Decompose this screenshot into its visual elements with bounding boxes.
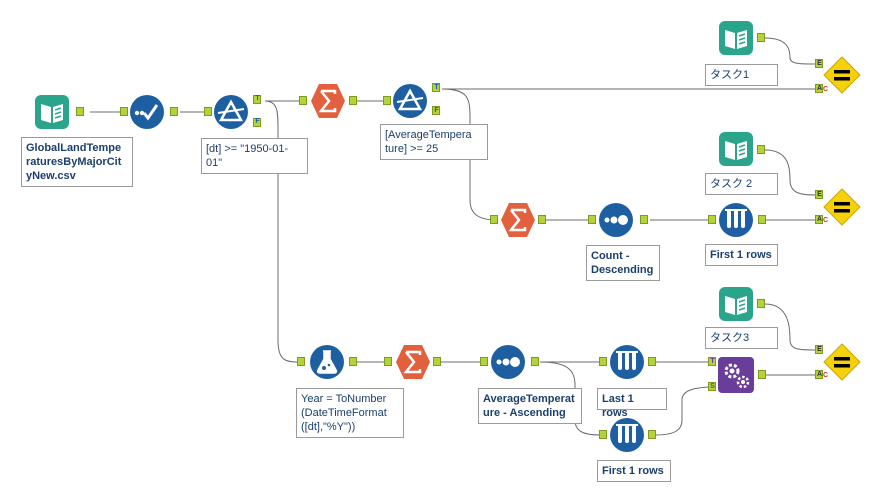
- sample-tool[interactable]: [717, 201, 755, 239]
- expected-anchor[interactable]: [815, 59, 823, 68]
- sort-tool[interactable]: [597, 201, 635, 239]
- sample-annotation: First 1 rows: [597, 460, 671, 482]
- output-anchor[interactable]: [757, 299, 765, 308]
- task-input-tool[interactable]: [717, 285, 755, 323]
- filter-true-anchor[interactable]: [432, 83, 440, 92]
- actual-anchor[interactable]: [815, 215, 823, 224]
- actual-anchor[interactable]: [815, 370, 823, 379]
- input-anchor[interactable]: [204, 107, 212, 116]
- input-anchor[interactable]: [120, 107, 128, 116]
- sample-annotation-text: Last 1 rows: [602, 393, 634, 419]
- filter-true-anchor[interactable]: [253, 95, 261, 104]
- sample-tool[interactable]: [608, 416, 646, 454]
- summarize-tool[interactable]: [309, 82, 347, 120]
- c-anchor-label: C: [823, 372, 829, 379]
- sample-annotation-text: First 1 rows: [710, 249, 772, 261]
- input-annotation: GlobalLandTempe raturesByMajorCit yNew.c…: [21, 137, 133, 187]
- source-anchor[interactable]: [708, 382, 716, 391]
- c-anchor-label: C: [823, 86, 829, 93]
- output-anchor[interactable]: [531, 357, 539, 366]
- filter-annotation-text: [dt] >= "1950-01- 01": [206, 143, 289, 169]
- test-tool[interactable]: [823, 343, 861, 381]
- output-anchor[interactable]: [538, 215, 546, 224]
- input-anchor[interactable]: [588, 215, 596, 224]
- output-anchor[interactable]: [349, 96, 357, 105]
- c-anchor-label: C: [823, 217, 829, 224]
- input-anchor[interactable]: [383, 96, 391, 105]
- append-fields-tool[interactable]: [717, 356, 755, 394]
- output-anchor[interactable]: [433, 357, 441, 366]
- sort-annotation-text: AverageTemperat ure - Ascending: [483, 393, 575, 419]
- task-annotation-text: タスク 2: [710, 178, 753, 190]
- output-anchor[interactable]: [640, 215, 648, 224]
- output-anchor[interactable]: [757, 145, 765, 154]
- input-anchor[interactable]: [599, 430, 607, 439]
- input-annotation-text: GlobalLandTempe raturesByMajorCit yNew.c…: [26, 142, 122, 182]
- output-anchor[interactable]: [648, 430, 656, 439]
- expected-anchor-label: E: [817, 191, 822, 198]
- output-anchor[interactable]: [757, 33, 765, 42]
- sample-annotation-text: First 1 rows: [602, 465, 664, 477]
- false-anchor-label: F: [434, 107, 439, 114]
- formula-tool[interactable]: [308, 343, 346, 381]
- filter-tool[interactable]: [212, 93, 250, 131]
- actual-anchor-label: A: [816, 216, 823, 223]
- input-anchor[interactable]: [490, 215, 498, 224]
- expected-anchor-label: E: [817, 60, 822, 67]
- input-anchor[interactable]: [480, 357, 488, 366]
- false-anchor-label: F: [255, 118, 260, 125]
- actual-anchor[interactable]: [815, 84, 823, 93]
- test-tool[interactable]: [823, 56, 861, 94]
- actual-anchor-label: A: [816, 85, 823, 92]
- output-anchor[interactable]: [349, 357, 357, 366]
- output-anchor[interactable]: [758, 215, 766, 224]
- input-anchor[interactable]: [708, 215, 716, 224]
- task-annotation-text: タスク1: [710, 69, 750, 81]
- input-anchor[interactable]: [299, 96, 307, 105]
- expected-anchor-label: E: [817, 346, 822, 353]
- formula-annotation: Year = ToNumber (DateTimeFormat ([dt],"%…: [296, 388, 404, 438]
- expected-anchor[interactable]: [815, 345, 823, 354]
- sample-annotation: First 1 rows: [705, 244, 778, 266]
- input-anchor[interactable]: [599, 357, 607, 366]
- target-anchor-label: T: [710, 358, 715, 365]
- task-annotation: タスク3: [705, 327, 778, 349]
- task-input-tool[interactable]: [717, 130, 755, 168]
- source-anchor-label: S: [710, 383, 715, 390]
- sort-annotation-text: Count - Descending: [591, 250, 654, 276]
- formula-annotation-text: Year = ToNumber (DateTimeFormat ([dt],"%…: [301, 393, 387, 433]
- filter-annotation: [AverageTempera ture] >= 25: [380, 124, 488, 160]
- input-data-tool[interactable]: [33, 93, 71, 131]
- output-anchor[interactable]: [76, 107, 84, 116]
- filter-annotation: [dt] >= "1950-01- 01": [201, 138, 308, 174]
- task-annotation: タスク 2: [705, 173, 778, 195]
- filter-tool[interactable]: [391, 82, 429, 120]
- filter-annotation-text: [AverageTempera ture] >= 25: [385, 129, 472, 155]
- output-anchor[interactable]: [758, 370, 766, 379]
- task-annotation: タスク1: [705, 64, 778, 86]
- summarize-tool[interactable]: [394, 343, 432, 381]
- output-anchor[interactable]: [170, 107, 178, 116]
- filter-false-anchor[interactable]: [253, 118, 261, 127]
- filter-false-anchor[interactable]: [432, 106, 440, 115]
- sample-annotation: Last 1 rows: [597, 388, 667, 419]
- actual-anchor-label: A: [816, 371, 823, 378]
- test-tool[interactable]: [823, 188, 861, 226]
- sample-tool[interactable]: [608, 343, 646, 381]
- task-annotation-text: タスク3: [710, 332, 750, 344]
- summarize-tool[interactable]: [499, 201, 537, 239]
- true-anchor-label: T: [255, 95, 260, 102]
- sort-annotation: Count - Descending: [586, 245, 660, 281]
- sort-tool[interactable]: [489, 343, 527, 381]
- input-anchor[interactable]: [384, 357, 392, 366]
- sort-annotation: AverageTemperat ure - Ascending: [478, 388, 582, 424]
- true-anchor-label: T: [434, 84, 439, 91]
- select-tool[interactable]: [128, 93, 166, 131]
- output-anchor[interactable]: [648, 357, 656, 366]
- task-input-tool[interactable]: [717, 19, 755, 57]
- target-anchor[interactable]: [708, 357, 716, 366]
- input-anchor[interactable]: [297, 357, 305, 366]
- expected-anchor[interactable]: [815, 190, 823, 199]
